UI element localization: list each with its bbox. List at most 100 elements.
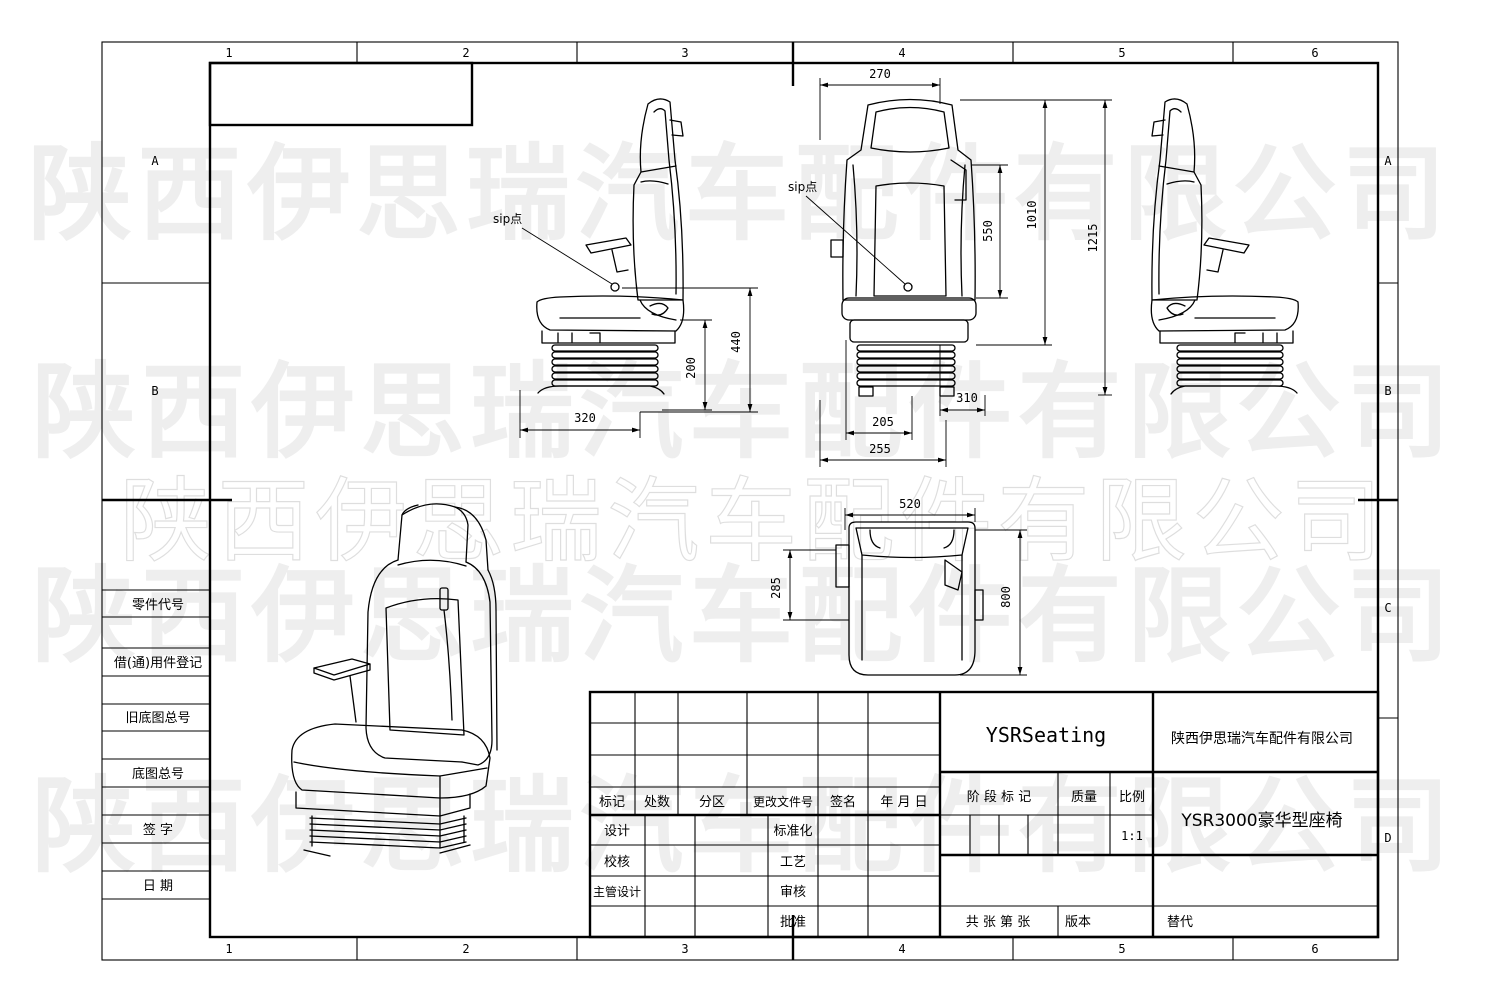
signature-label: 签 字 xyxy=(143,822,173,838)
zone-row-label: B xyxy=(1384,384,1391,398)
seat-controls xyxy=(557,332,601,343)
suspension-bellows xyxy=(551,358,659,366)
left-zone-ruler: A B xyxy=(102,154,232,502)
sip-leader-line xyxy=(805,195,906,285)
design-role: 设计 xyxy=(604,824,630,839)
watermark-text: 陕西伊思瑞汽车配件有限公司 xyxy=(28,133,1446,255)
zone-row-label: C xyxy=(1384,601,1391,615)
zone-row-label: D xyxy=(1384,831,1391,845)
suspension-bellows xyxy=(551,344,659,352)
revision-zone-header: 分区 xyxy=(699,795,725,810)
old-master-number-label: 旧底图总号 xyxy=(125,710,190,726)
offset-dimension: 310 xyxy=(956,391,978,405)
belt-buckle-plan xyxy=(944,559,963,591)
mass-label: 质量 xyxy=(1071,790,1097,805)
supersedes-label: 替代 xyxy=(1167,915,1193,930)
base-height-dimension: 200 xyxy=(684,357,698,379)
zone-column-label: 4 xyxy=(898,46,905,60)
master-number-label: 底图总号 xyxy=(132,766,184,782)
corner-code-box xyxy=(208,61,474,127)
date-header: 年 月 日 xyxy=(880,795,927,810)
zone-column-label: 5 xyxy=(1118,942,1125,956)
sip-leader-line xyxy=(521,227,613,285)
suspension-bellows xyxy=(856,351,956,359)
backrest-outline xyxy=(842,98,976,301)
title-block: 标记 处数 分区 更改文件号 签名 年 月 日 设计 校核 主管设计 标准化 工… xyxy=(588,690,1380,939)
partial-depth-dimension: 285 xyxy=(769,577,783,599)
zone-row-label: A xyxy=(151,154,159,168)
suspension-sides xyxy=(311,815,465,849)
armrest-support xyxy=(611,249,629,273)
cushion-seam xyxy=(293,761,488,777)
depth-dimension: 320 xyxy=(574,411,596,425)
revision-mark-header: 标记 xyxy=(599,795,625,810)
slide-rail xyxy=(303,844,471,857)
backrest-bolster-line xyxy=(640,180,669,185)
suspension-bellows xyxy=(551,365,659,373)
sip-label: sip点 xyxy=(788,180,817,194)
zone-column-label: 6 xyxy=(1311,942,1318,956)
base-outer-dimension: 255 xyxy=(869,442,891,456)
sip-point-marker xyxy=(610,282,620,292)
date-label: 日 期 xyxy=(143,879,173,894)
armrest-support xyxy=(349,675,357,723)
headrest-seam xyxy=(640,165,677,173)
signature-header: 签名 xyxy=(830,794,856,810)
part-code-label: 零件代号 xyxy=(132,598,184,613)
sip-label: sip点 xyxy=(493,212,522,226)
version-label: 版本 xyxy=(1065,915,1091,930)
isometric-view xyxy=(291,503,498,857)
headrest-seam xyxy=(397,559,467,567)
headrest-side xyxy=(454,506,489,571)
zone-row-label: B xyxy=(151,384,158,398)
sip-point-marker xyxy=(903,282,913,292)
suspension-bellows xyxy=(856,372,956,380)
base-inner-dimension: 205 xyxy=(872,415,894,429)
total-height-dimension: 1010 xyxy=(1025,201,1039,230)
belt-guide xyxy=(669,119,684,137)
check-role: 校核 xyxy=(604,854,630,870)
watermark-text: 陕西伊思瑞汽车配件有限公司 xyxy=(32,351,1450,473)
scale-value: 1:1 xyxy=(1121,829,1143,843)
headrest-outline xyxy=(870,106,950,153)
borrowed-part-label: 借(通)用件登记 xyxy=(114,656,202,671)
top-width-dimension: 520 xyxy=(899,497,921,511)
side-knob xyxy=(830,239,844,258)
cushion-bolster-line xyxy=(639,299,677,321)
belt-guide xyxy=(950,159,967,201)
approve-role: 批准 xyxy=(780,915,806,930)
backrest-left-edge xyxy=(365,559,463,763)
side-view-dimensions: 440 200 320 xyxy=(519,287,758,438)
watermark-layer: 陕西伊思瑞汽车配件有限公司 陕西伊思瑞汽车配件有限公司 陕西伊思瑞汽车配件有限公… xyxy=(28,133,1450,887)
zone-column-label: 3 xyxy=(681,942,688,956)
backrest-rear-edge xyxy=(487,569,498,751)
recline-lever xyxy=(649,302,669,316)
headrest-plan xyxy=(869,529,955,549)
zone-column-label: 2 xyxy=(462,46,469,60)
backrest-center-panel xyxy=(873,182,947,297)
right-bolster-line xyxy=(960,164,966,297)
stage-mark-label: 阶 段 标 记 xyxy=(967,790,1031,805)
watermark-text: 陕西伊思瑞汽车配件有限公司 xyxy=(32,555,1450,677)
watermark-text: 陕西伊思瑞汽车配件有限公司 xyxy=(120,468,1382,575)
backrest-center-panel xyxy=(385,598,465,736)
zone-column-label: 5 xyxy=(1118,46,1125,60)
scale-label: 比例 xyxy=(1119,790,1145,805)
seat-frame xyxy=(541,330,676,344)
left-bolster-line xyxy=(852,164,858,297)
sheet-count-label: 共 张 第 张 xyxy=(966,915,1030,930)
backrest-height-dimension: 550 xyxy=(981,220,995,242)
right-zone-ruler: A B C D xyxy=(1358,154,1398,845)
front-view-dimensions: 270 550 1010 1215 310 205 255 xyxy=(819,67,1112,467)
chief-design-role: 主管设计 xyxy=(593,884,641,899)
sip-point-front: sip点 xyxy=(788,180,906,285)
suspension-bellows xyxy=(856,358,956,366)
slide-rail xyxy=(537,385,665,395)
side-control-plan xyxy=(974,589,984,621)
seat-plan-outline xyxy=(848,521,976,676)
brand-name: YSRSeating xyxy=(986,723,1106,747)
side-view-left xyxy=(536,98,685,395)
seat-frame-front xyxy=(849,319,969,343)
zone-column-label: 2 xyxy=(462,942,469,956)
